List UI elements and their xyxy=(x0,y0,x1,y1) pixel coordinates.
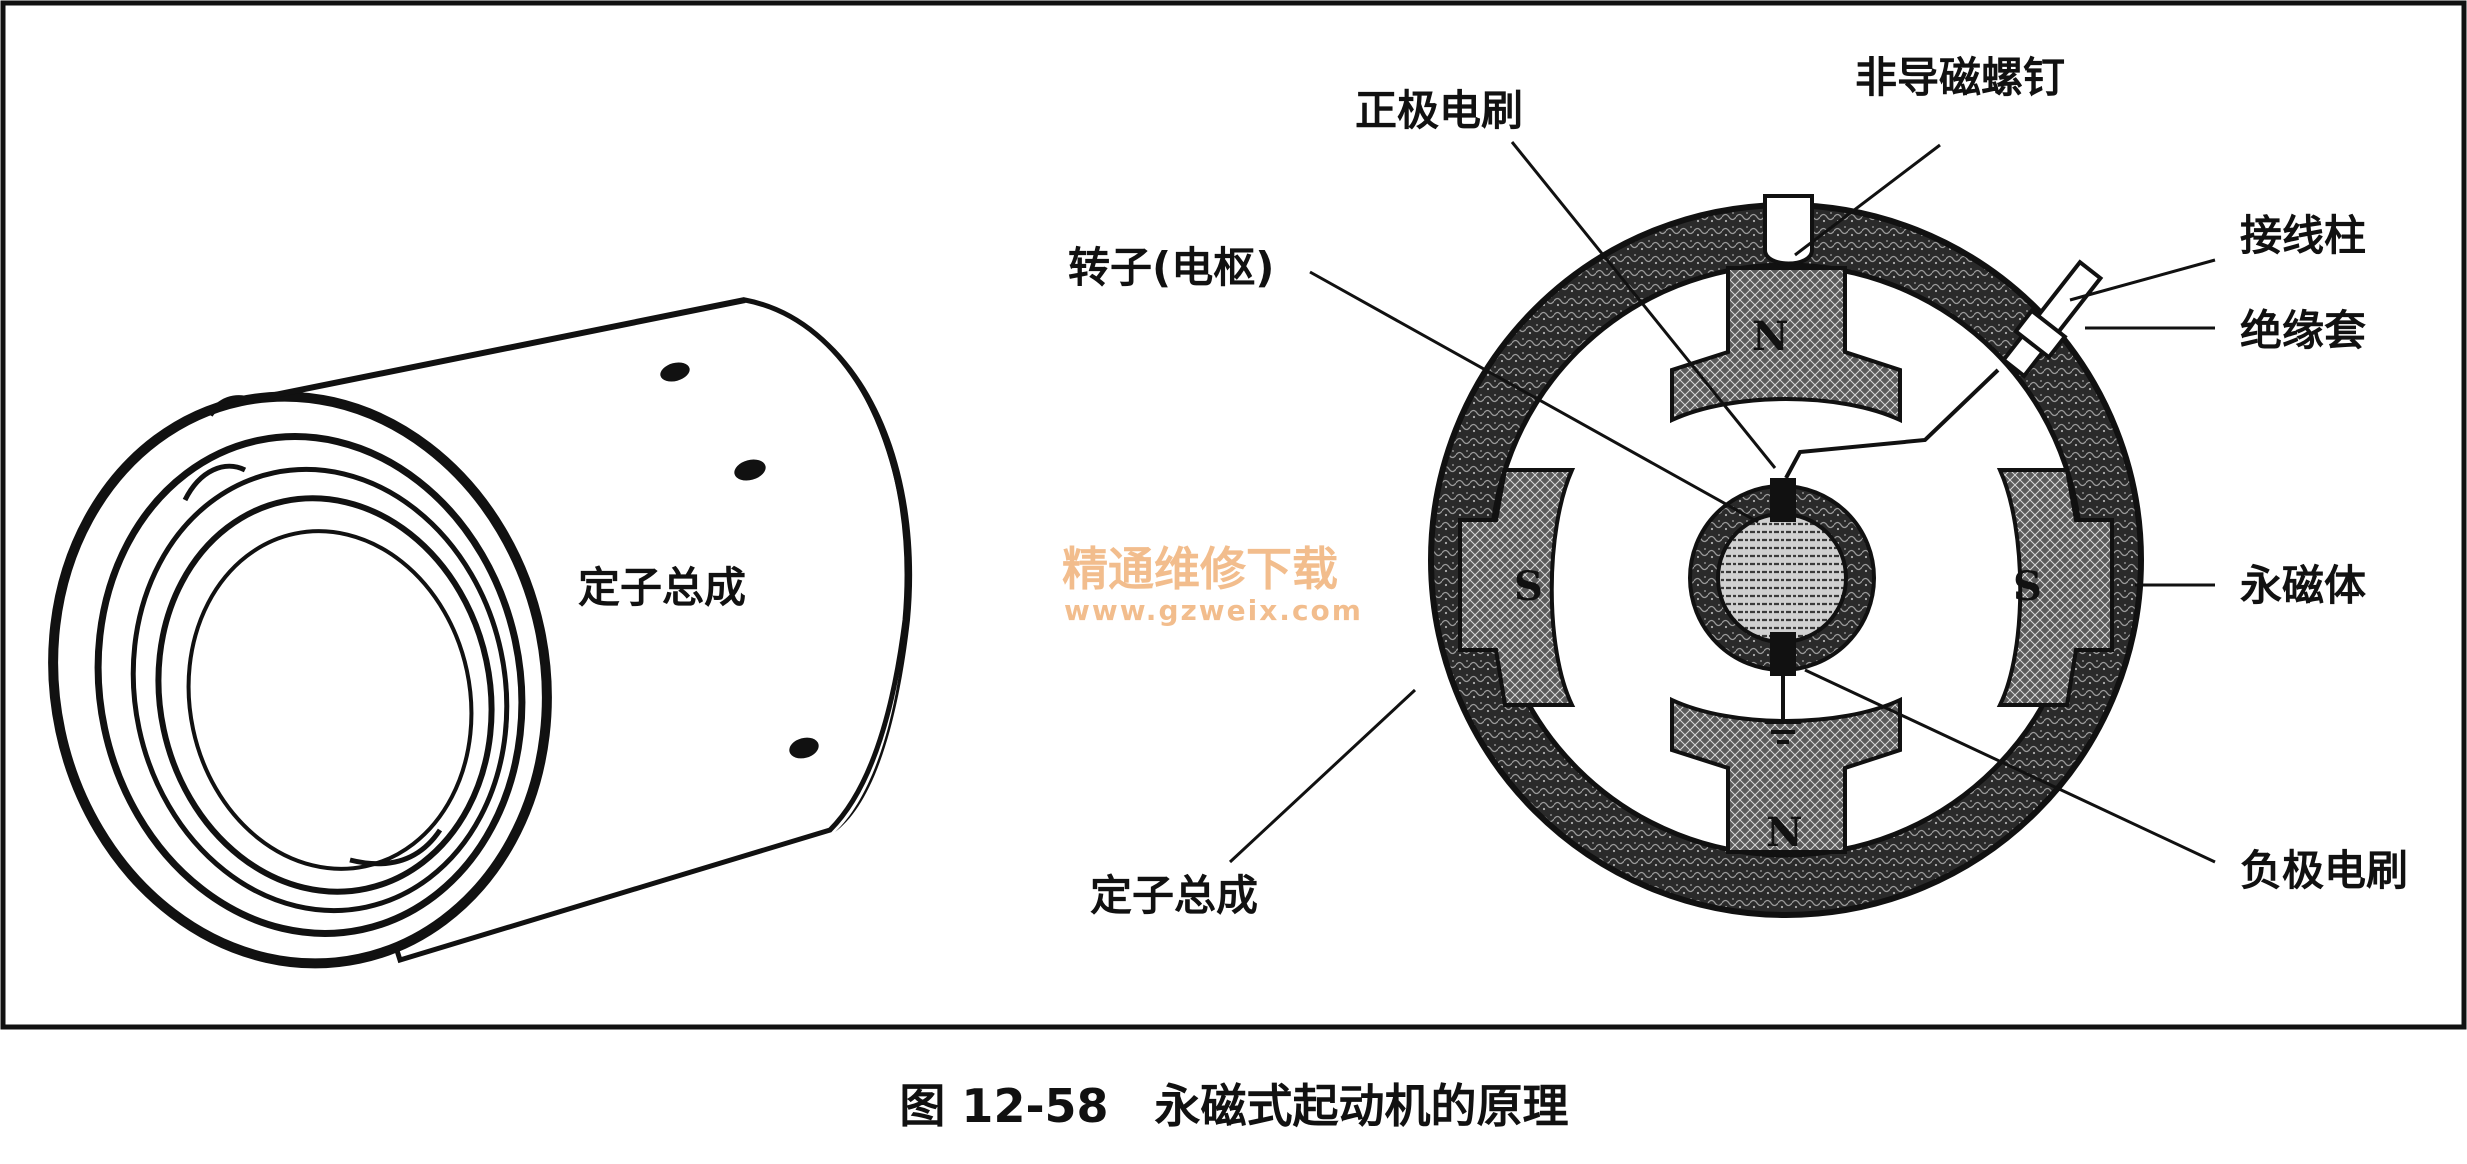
watermark-title: 精通维修下载 xyxy=(1062,542,1338,596)
pole-top xyxy=(1670,266,1902,424)
terminal-post xyxy=(2000,259,2104,379)
permanent-magnet-label: 永磁体 xyxy=(2240,561,2366,610)
insulating-sleeve-label: 绝缘套 xyxy=(2240,306,2366,355)
pole-left xyxy=(1458,468,1576,707)
stator-housing-drawing xyxy=(48,297,913,969)
negative-brush-label: 负极电刷 xyxy=(2240,846,2408,895)
stator-assembly-label-left: 定子总成 xyxy=(578,563,746,612)
pole-letter-top: N xyxy=(1752,313,1789,360)
terminal-post-label: 接线柱 xyxy=(2240,211,2366,260)
pole-right xyxy=(1996,468,2114,707)
stator-assembly-label-right: 定子总成 xyxy=(1090,871,1258,920)
positive-brush xyxy=(1770,478,1796,522)
non-magnetic-screw xyxy=(1763,194,1814,266)
rotor-label: 转子(电枢) xyxy=(1068,243,1274,292)
pole-letter-left: S xyxy=(1514,563,1543,610)
positive-brush-label: 正极电刷 xyxy=(1355,86,1523,135)
pole-letter-bottom: N xyxy=(1766,809,1803,856)
motor-cross-section xyxy=(1428,194,2144,918)
watermark-url: www.gzweix.com xyxy=(1064,594,1363,627)
figure-caption: 图 12-58 永磁式起动机的原理 xyxy=(899,1079,1568,1133)
non-magnetic-screw-label: 非导磁螺钉 xyxy=(1855,53,2065,102)
leader-lines xyxy=(1228,141,2216,864)
figure-frame xyxy=(0,0,2467,1030)
pole-letter-right: S xyxy=(2013,563,2042,610)
negative-brush xyxy=(1770,632,1796,676)
